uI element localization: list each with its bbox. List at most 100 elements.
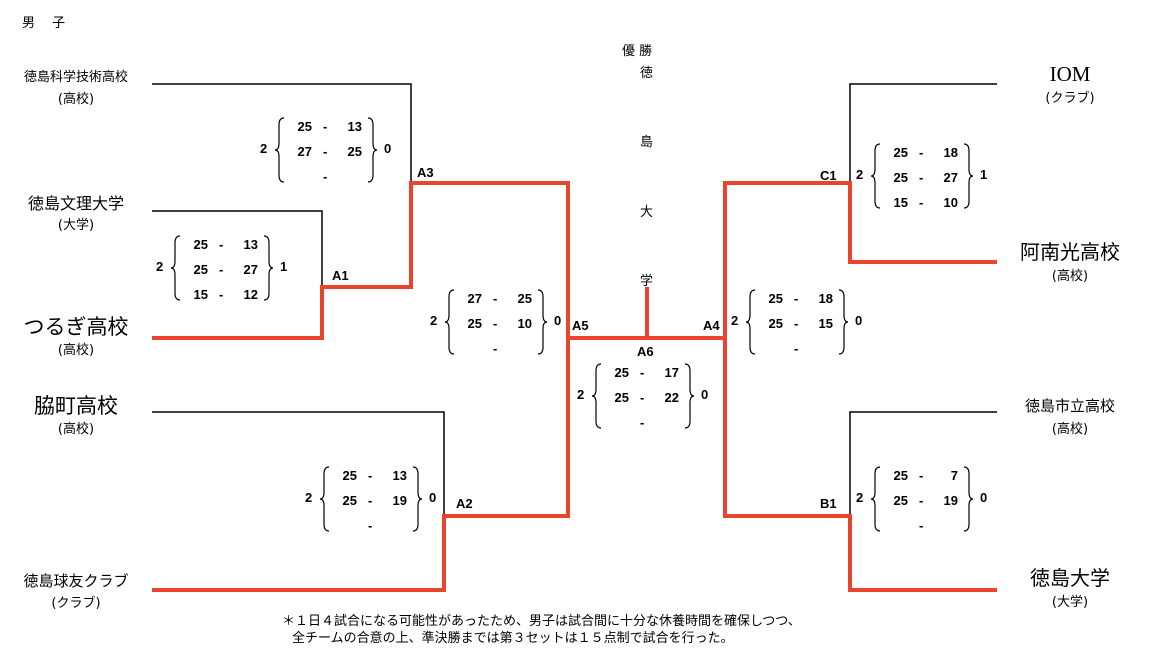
team-name-t1: 徳島科学技術高校 [23, 70, 128, 85]
team-category-t6: (クラブ) [1045, 91, 1095, 106]
set-3-dash-icon: - [640, 415, 645, 430]
left-brace-icon [870, 143, 881, 209]
set-2-left-score: 25 [893, 493, 908, 508]
right-brace-icon [963, 143, 974, 209]
set-3-right-score: 12 [243, 287, 258, 302]
set-1-dash-icon: - [493, 291, 498, 306]
set-1-dash-icon: - [323, 119, 328, 134]
set-1-left-score: 25 [193, 237, 208, 252]
winner-path-right-lower [723, 338, 997, 592]
set-3-dash-icon: - [794, 341, 799, 356]
team-name-t8: 徳島市立高校 [1024, 397, 1115, 415]
right-set-count: 0 [855, 313, 863, 328]
right-set-count: 0 [384, 141, 392, 156]
set-1-left-score: 25 [614, 365, 629, 380]
match-label-a6: A6 [637, 344, 654, 359]
team-category-t2: (大学) [57, 218, 95, 233]
team-name-t6: IOM [1049, 62, 1091, 86]
set-1-right-score: 25 [517, 291, 532, 306]
match-label-a3: A3 [417, 165, 434, 180]
team-name-t4: 脇町高校 [34, 394, 118, 418]
footnote-line-2: 全チームの合意の上、準決勝までは第３セットは１５点制で試合を行った。 [292, 631, 734, 646]
team-name-t9: 徳島大学 [1030, 566, 1110, 590]
footnote-line-1: ＊１日４試合になる可能性があったため、男子は試合間に十分な休養時間を確保しつつ、 [282, 614, 801, 629]
right-brace-icon [367, 117, 378, 183]
set-2-dash-icon: - [493, 316, 498, 331]
match-label-a1: A1 [332, 268, 349, 283]
right-set-count: 0 [701, 387, 709, 402]
set-2-left-score: 25 [893, 170, 908, 185]
set-1-left-score: 25 [893, 145, 908, 160]
right-brace-icon [838, 289, 849, 355]
match-label-b1: B1 [820, 496, 837, 511]
set-1-dash-icon: - [919, 145, 924, 160]
set-2-dash-icon: - [219, 262, 224, 277]
set-3-dash-icon: - [919, 518, 924, 533]
left-brace-icon [274, 117, 285, 183]
set-2-right-score: 19 [943, 493, 958, 508]
team-category-t9: (大学) [1051, 595, 1089, 610]
right-set-count: 1 [980, 167, 988, 182]
team-category-t3: (高校) [57, 343, 95, 358]
winner-path-left [152, 181, 570, 340]
left-brace-icon [444, 289, 455, 355]
set-1-dash-icon: - [219, 237, 224, 252]
right-brace-icon [412, 466, 423, 532]
bracket-line-t2 [152, 210, 323, 287]
champion-name-3: 大 [640, 205, 654, 220]
left-set-count: 2 [856, 167, 864, 182]
right-brace-icon [684, 363, 695, 429]
set-2-left-score: 27 [297, 144, 312, 159]
set-3-right-score: 10 [943, 195, 958, 210]
set-1-dash-icon: - [368, 468, 373, 483]
set-2-dash-icon: - [640, 390, 645, 405]
bracket-line-t1 [152, 83, 412, 183]
set-1-left-score: 25 [768, 291, 783, 306]
winner-path-right-upper [723, 181, 997, 338]
winner-path-left-lower [152, 338, 570, 592]
set-1-right-score: 7 [950, 468, 958, 483]
set-1-right-score: 13 [243, 237, 258, 252]
team-name-t2: 徳島文理大学 [27, 194, 124, 213]
set-2-right-score: 19 [392, 493, 407, 508]
set-1-right-score: 13 [392, 468, 407, 483]
right-brace-icon [537, 289, 548, 355]
team-name-t5: 徳島球友クラブ [23, 572, 129, 590]
set-3-dash-icon: - [493, 341, 498, 356]
right-set-count: 0 [980, 490, 988, 505]
right-brace-icon [263, 235, 274, 301]
set-3-dash-icon: - [919, 195, 924, 210]
team-name-t7: 阿南光高校 [1020, 240, 1120, 264]
set-3-dash-icon: - [219, 287, 224, 302]
set-1-right-score: 18 [818, 291, 833, 306]
right-brace-icon [963, 466, 974, 532]
left-brace-icon [170, 235, 181, 301]
left-set-count: 2 [731, 313, 739, 328]
match-label-a4: A4 [703, 318, 720, 333]
left-brace-icon [319, 466, 330, 532]
set-2-dash-icon: - [794, 316, 799, 331]
set-2-left-score: 25 [193, 262, 208, 277]
set-3-dash-icon: - [323, 169, 328, 184]
set-2-left-score: 25 [342, 493, 357, 508]
left-set-count: 2 [577, 387, 585, 402]
match-label-c1: C1 [820, 168, 837, 183]
set-2-right-score: 27 [243, 262, 258, 277]
set-1-right-score: 17 [664, 365, 679, 380]
right-set-count: 0 [429, 490, 437, 505]
set-2-dash-icon: - [368, 493, 373, 508]
team-category-t1: (高校) [57, 92, 95, 107]
team-category-t4: (高校) [57, 422, 95, 437]
set-1-right-score: 18 [943, 145, 958, 160]
set-1-dash-icon: - [640, 365, 645, 380]
right-set-count: 0 [554, 313, 562, 328]
